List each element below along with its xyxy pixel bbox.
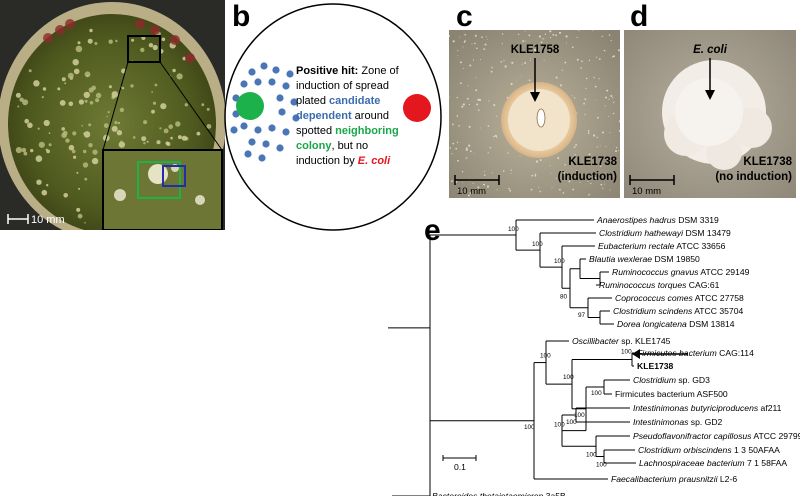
tree-taxon-label: Firmicutes bacterium ASF500 — [615, 389, 728, 399]
bootstrap-value: 97 — [578, 312, 586, 319]
tree-taxon-label: KLE1738 — [637, 361, 674, 371]
bootstrap-value: 100 — [596, 462, 607, 469]
bootstrap-value: 100 — [566, 419, 577, 426]
strain-label-c: KLE1738 — [568, 156, 617, 168]
scale-label-a: 10 mm — [31, 214, 65, 226]
bootstrap-value: 100 — [591, 390, 602, 397]
tree-taxon-label: Pseudoflavonifractor capillosus ATCC 297… — [633, 431, 800, 441]
panel-a-petri-image: 10 mm — [0, 0, 225, 230]
schematic-plate — [224, 3, 442, 231]
panel-b-label: b — [232, 0, 251, 33]
neighboring-colony-spot — [236, 92, 264, 120]
tree-taxon-label: Oscillibacter sp. KLE1745 — [572, 336, 671, 346]
ecoli-colony — [662, 60, 772, 170]
scale-label-d: 10 mm — [632, 186, 661, 197]
panel-e-label: e — [424, 214, 441, 247]
tree-taxon-label: Firmicutes bacterium CAG:114 — [637, 348, 754, 358]
bootstrap-value: 100 — [586, 451, 597, 458]
bootstrap-value: 100 — [524, 424, 535, 431]
arrow-label-d: E. coli — [693, 44, 728, 56]
bootstrap-value: 100 — [563, 374, 574, 381]
bootstrap-value: 100 — [554, 258, 565, 265]
panel-c-label: c — [456, 0, 473, 33]
tree-taxon-label: Ruminococcus gnavus ATCC 29149 — [612, 267, 750, 277]
inset-colony — [114, 189, 126, 201]
strain-label-d: KLE1738 — [743, 156, 792, 168]
tree-taxon-label: Ruminococcus torques CAG:61 — [599, 280, 720, 290]
panel-d-label: d — [630, 0, 649, 33]
panel-c-photo: KLE1758 KLE1738 (induction) 10 mm — [449, 30, 620, 198]
tree-taxon-label: Intestinimonas butyriciproducens af211 — [633, 403, 782, 413]
condition-label-d: (no induction) — [715, 171, 792, 183]
zoom-source-box — [127, 35, 161, 63]
bootstrap-value: 100 — [540, 353, 551, 360]
tree-taxon-label: Eubacterium rectale ATCC 33656 — [598, 241, 726, 251]
tree-taxon-label: Dorea longicatena DSM 13814 — [617, 319, 735, 329]
tree-taxon-label: Faecalibacterium prausnitzii L2-6 — [611, 474, 737, 484]
condition-label-c: (induction) — [558, 171, 618, 183]
bootstrap-value: 100 — [621, 349, 632, 356]
candidate-dependent-dots — [230, 62, 300, 162]
tree-taxon-label: Lachnospiraceae bacterium 7 1 58FAA — [639, 458, 787, 468]
tree-taxon-label: Clostridium hathewayi DSM 13479 — [599, 228, 731, 238]
tree-taxon-label: Bacteroides thetaiotaomicron 3a5B — [432, 491, 566, 496]
arrow-label-c: KLE1758 — [511, 44, 560, 56]
bootstrap-value: 100 — [554, 422, 565, 429]
tree-taxon-label: Clostridium sp. GD3 — [633, 375, 710, 385]
tree-taxon-label: Anaerostipes hadrus DSM 3319 — [596, 215, 719, 225]
tree-taxon-label: Blautia wexlerae DSM 19850 — [589, 254, 700, 264]
inset-colony — [195, 195, 205, 205]
tree-taxon-label: Clostridium scindens ATCC 35704 — [613, 306, 743, 316]
tree-taxon-label: Intestinimonas sp. GD2 — [633, 417, 723, 427]
tree-scale-label: 0.1 — [454, 462, 466, 472]
green-highlight-box — [137, 161, 181, 199]
scale-label-c: 10 mm — [457, 186, 486, 197]
bootstrap-value: 100 — [574, 412, 585, 419]
zoom-line-left — [102, 61, 129, 151]
bootstrap-value: 100 — [532, 241, 543, 248]
ecoli-spot — [403, 94, 431, 122]
zoom-line-right — [159, 61, 223, 151]
tree-taxon-label: Coprococcus comes ATCC 27758 — [615, 293, 744, 303]
bootstrap-value: 100 — [508, 226, 519, 233]
tree-taxon-label: Clostridium orbiscindens 1 3 50AFAA — [638, 445, 780, 455]
bootstrap-value: 80 — [560, 293, 568, 300]
blue-highlight-box — [162, 165, 186, 187]
panel-d-photo: E. coli KLE1738 (no induction) 10 mm — [624, 30, 796, 198]
